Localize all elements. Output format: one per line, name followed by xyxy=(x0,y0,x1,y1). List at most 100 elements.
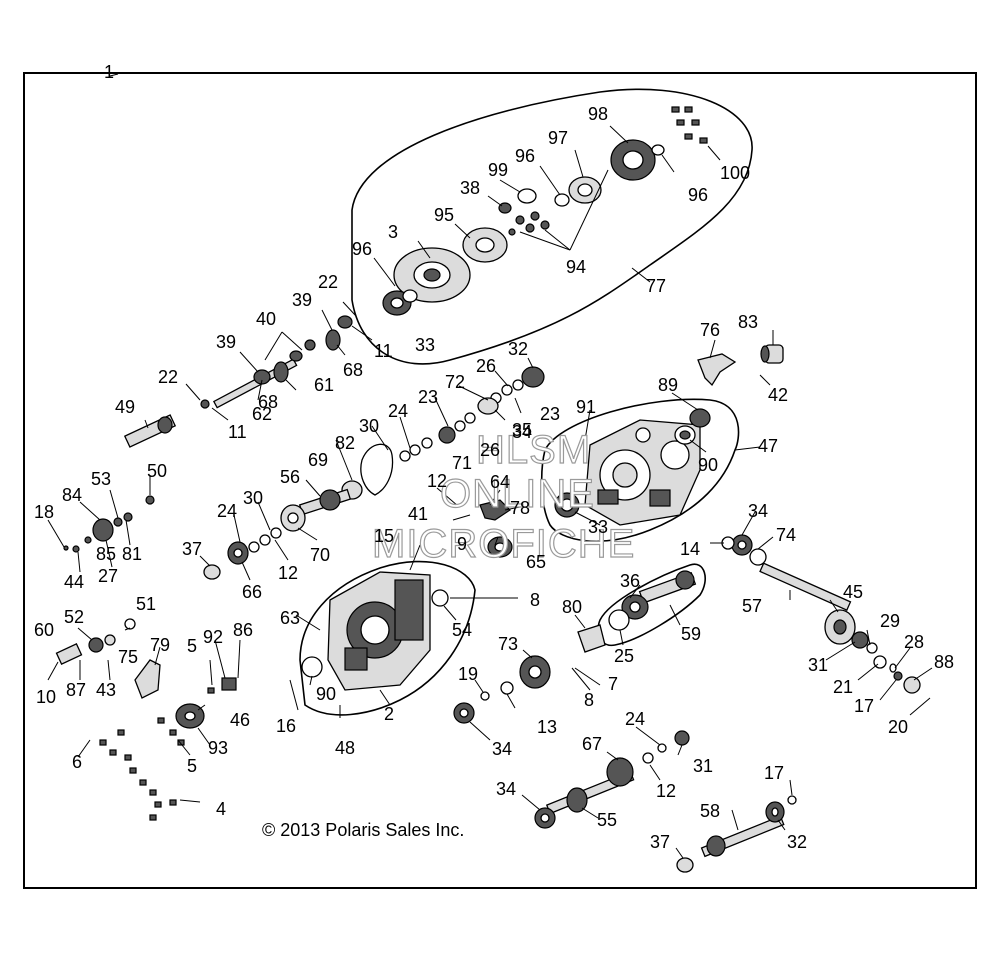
callout-30-b: 30 xyxy=(243,488,263,508)
callout-32-b: 32 xyxy=(787,832,807,852)
callout-67: 67 xyxy=(582,734,602,754)
callout-50: 50 xyxy=(147,461,167,481)
watermark: HLSM ONLINE MICROFICHE xyxy=(371,427,635,566)
callout-39-a: 39 xyxy=(216,332,236,352)
seal-33 xyxy=(554,492,580,518)
callout-38: 38 xyxy=(460,178,480,198)
callout-64: 64 xyxy=(490,472,510,492)
callout-13: 13 xyxy=(537,717,557,737)
housing-46 xyxy=(175,703,205,729)
callout-3: 3 xyxy=(388,222,398,242)
callout-93: 93 xyxy=(208,738,228,758)
seal-25 xyxy=(608,609,630,631)
gear-98 xyxy=(610,139,656,181)
callout-25: 25 xyxy=(614,646,634,666)
callout-66: 66 xyxy=(242,582,262,602)
callout-68-a: 68 xyxy=(258,392,278,412)
nut-38 xyxy=(498,202,512,214)
clip-28 xyxy=(889,663,897,673)
callout-89: 89 xyxy=(658,375,678,395)
callout-34-a: 34 xyxy=(748,501,768,521)
spacer-stack-lower xyxy=(248,527,282,553)
callout-34-b: 34 xyxy=(492,739,512,759)
washer-96-right xyxy=(651,144,665,156)
callout-80: 80 xyxy=(562,597,582,617)
watermark-line-3: MICROFICHE xyxy=(372,522,635,566)
callout-32-a: 32 xyxy=(508,339,528,359)
callout-61: 61 xyxy=(314,375,334,395)
callout-58: 58 xyxy=(700,801,720,821)
watermark-line-2: ONLINE xyxy=(440,472,595,516)
bearing-37-left xyxy=(203,564,221,580)
washer-96-left xyxy=(402,289,418,303)
washer-19 xyxy=(480,691,490,701)
callout-12-c: 12 xyxy=(656,781,676,801)
sprocket-70 xyxy=(280,504,306,532)
transmission-case-48 xyxy=(301,571,449,691)
callout-4: 4 xyxy=(216,799,226,819)
callout-26-a: 26 xyxy=(476,356,496,376)
callout-71: 71 xyxy=(452,453,472,473)
callout-18: 18 xyxy=(34,502,54,522)
callout-85: 85 xyxy=(96,544,116,564)
sensor-92 xyxy=(221,677,237,691)
callout-53: 53 xyxy=(91,469,111,489)
callout-26-b: 26 xyxy=(480,440,500,460)
callout-60: 60 xyxy=(34,620,54,640)
bearing-65 xyxy=(487,536,513,558)
callout-56: 56 xyxy=(280,467,300,487)
shaft-58 xyxy=(700,815,785,858)
seal-90-right xyxy=(674,425,696,445)
washer-96-mid xyxy=(554,193,570,207)
callout-48: 48 xyxy=(335,738,355,758)
small-parts-left xyxy=(63,495,155,553)
callout-69: 69 xyxy=(308,450,328,470)
shift-fork-group xyxy=(200,315,353,409)
bolts-5 xyxy=(157,687,215,746)
callout-88: 88 xyxy=(934,652,954,672)
callout-11-a: 11 xyxy=(228,422,247,442)
callout-34-c: 34 xyxy=(496,779,516,799)
callout-79: 79 xyxy=(150,635,170,655)
callout-70: 70 xyxy=(310,545,330,565)
callout-76: 76 xyxy=(700,320,720,340)
callout-40: 40 xyxy=(256,309,276,329)
sensor-60 xyxy=(55,643,83,665)
callout-33-a: 33 xyxy=(415,335,435,355)
nut-17-right xyxy=(893,671,903,681)
shaft-assembly-59 xyxy=(621,570,697,620)
callout-5-a: 5 xyxy=(187,636,197,656)
gear-45 xyxy=(824,609,856,645)
gear-3 xyxy=(393,247,471,303)
bracket-79 xyxy=(134,659,161,699)
washer-13 xyxy=(500,681,514,695)
callout-49: 49 xyxy=(115,397,135,417)
callout-15: 15 xyxy=(374,526,394,546)
callout-77: 77 xyxy=(646,276,666,296)
callout-96-b: 96 xyxy=(515,146,535,166)
bearing-34-right xyxy=(731,534,753,556)
callout-81: 81 xyxy=(122,544,142,564)
callout-59: 59 xyxy=(681,624,701,644)
chain-82 xyxy=(360,443,394,496)
callout-9: 9 xyxy=(457,534,467,554)
callout-68-b: 68 xyxy=(343,360,363,380)
callout-14: 14 xyxy=(680,539,700,559)
bearing-99 xyxy=(517,188,537,204)
callout-90-a: 90 xyxy=(316,684,336,704)
callout-37-a: 37 xyxy=(182,539,202,559)
callout-17-b: 17 xyxy=(764,763,784,783)
sensor-83 xyxy=(760,344,784,364)
callout-46: 46 xyxy=(230,710,250,730)
diagram-frame xyxy=(23,72,977,889)
callout-2: 2 xyxy=(384,704,394,724)
bolts-100 xyxy=(671,106,708,144)
callout-12-b: 12 xyxy=(278,563,298,583)
callout-7: 7 xyxy=(608,674,618,694)
callout-78: 78 xyxy=(510,498,530,518)
outline-case-47 xyxy=(540,398,740,542)
callout-37-b: 37 xyxy=(650,832,670,852)
bearing-37-low xyxy=(676,857,694,873)
callout-23-b: 23 xyxy=(540,404,560,424)
callout-86: 86 xyxy=(233,620,253,640)
